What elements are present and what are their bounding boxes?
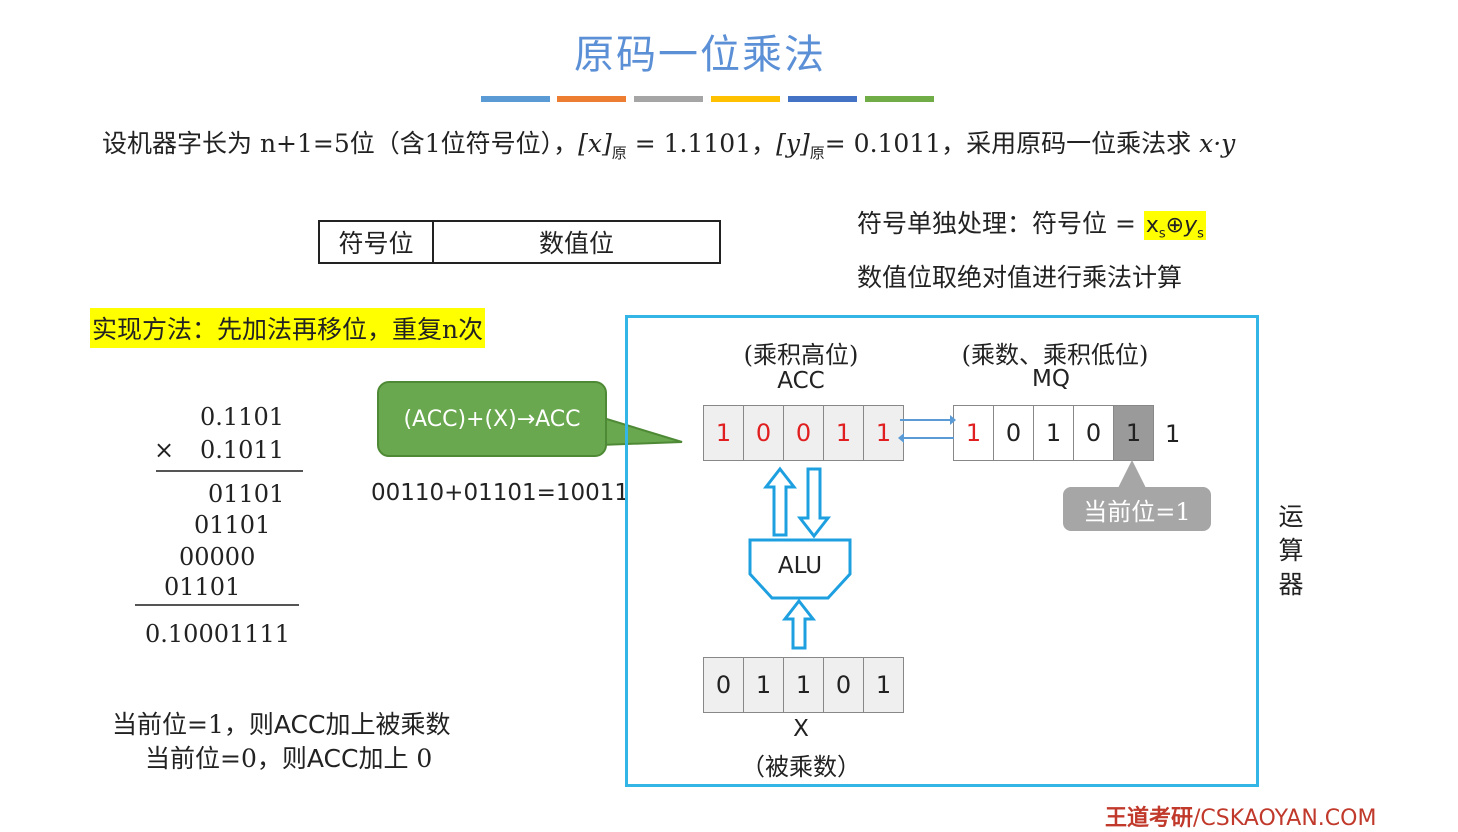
y-value: = 0.1011，采用原码一位乘法求 <box>824 129 1200 158</box>
x-caption: （被乘数） <box>741 753 861 781</box>
alu-acc-arrows <box>762 466 832 539</box>
addition-equation: 00110+01101=10011 <box>371 480 630 506</box>
note-text: 当前位=1，则 <box>112 710 274 739</box>
x-register: 0 1 1 0 1 <box>703 657 904 713</box>
target-expression: x·y <box>1199 129 1236 158</box>
sign-rule: 符号单独处理：符号位 = xs⊕ys <box>857 204 1206 241</box>
x-bit: 1 <box>864 658 903 712</box>
mq-bit: 0 <box>994 406 1034 460</box>
unit-label-char: 运 <box>1278 502 1304 531</box>
xor-operator: ⊕ <box>1165 213 1185 238</box>
calc-divider <box>156 470 303 472</box>
x-subscript: 原 <box>611 144 627 162</box>
x-bit: 1 <box>784 658 824 712</box>
calc-divider <box>135 604 299 606</box>
format-box: 符号位 数值位 <box>318 220 721 264</box>
mq-caption: (乘数、乘积低位) <box>961 341 1149 369</box>
acc-name: ACC <box>777 368 825 394</box>
y-subscript: 原 <box>809 144 825 162</box>
value-field-label: 数值位 <box>538 229 614 258</box>
unit-label-char: 算 <box>1278 536 1304 565</box>
y-label: [y] <box>776 129 810 158</box>
color-bar-segment <box>557 96 626 102</box>
alu-label: ALU <box>777 553 823 579</box>
shift-arrows <box>898 415 956 443</box>
sign-field-label: 符号位 <box>320 222 434 262</box>
note-text: 加上被乘数 <box>325 710 451 739</box>
x-name: X <box>793 716 809 742</box>
mq-name: MQ <box>1032 366 1070 392</box>
x-to-alu-arrow <box>782 598 816 650</box>
acc-bit: 0 <box>784 406 824 460</box>
problem-statement: 设机器字长为 n+1=5位（含1位符号位），[x]原 = 1.1101，[y]原… <box>102 124 1235 163</box>
arithmetic-unit-frame <box>625 315 1259 787</box>
footer-brand: 王道考研/CSKAOYAN.COM <box>1105 800 1376 832</box>
xs-subscript: s <box>1158 226 1166 242</box>
multiplicand: 0.1101 <box>200 403 284 431</box>
abs-value-rule: 数值位取绝对值进行乘法计算 <box>857 263 1183 292</box>
note-text: ACC <box>273 710 326 739</box>
unit-label-char: 器 <box>1278 570 1304 599</box>
color-bar-segment <box>865 96 934 102</box>
x-bit: 0 <box>704 658 744 712</box>
problem-prefix: 设机器字长为 n+1=5位（含1位符号位）， <box>102 129 579 158</box>
note-text: ACC <box>306 744 359 773</box>
rule-note-one: 当前位=1，则ACC加上被乘数 <box>112 705 450 741</box>
color-bar-segment <box>711 96 780 102</box>
note-text: 加上 0 <box>358 744 433 773</box>
acc-bit: 1 <box>864 406 903 460</box>
x-bit: 0 <box>824 658 864 712</box>
mq-register: 1 0 1 0 1 <box>953 405 1154 461</box>
acc-register: 1 0 0 1 1 <box>703 405 904 461</box>
mq-bit: 1 <box>1034 406 1074 460</box>
partial-product: 01101 <box>208 480 285 508</box>
operation-callout: (ACC)+(X)→ACC <box>377 381 607 457</box>
x-label: [x] <box>578 129 612 158</box>
note-text: 当前位=0，则 <box>145 744 307 773</box>
current-bit-badge: 当前位=1 <box>1063 487 1211 531</box>
acc-bit: 1 <box>704 406 744 460</box>
brand-name: 王道考研 <box>1105 805 1194 831</box>
x-bit: 1 <box>744 658 784 712</box>
color-bar-segment <box>481 96 550 102</box>
partial-product: 01101 <box>164 573 241 601</box>
sign-rule-text: 符号单独处理：符号位 = <box>857 209 1144 238</box>
acc-caption: (乘积高位) <box>743 341 859 369</box>
callout-pointer <box>600 415 683 447</box>
acc-bit: 0 <box>744 406 784 460</box>
color-bar-segment <box>788 96 857 102</box>
mq-bit: 0 <box>1074 406 1114 460</box>
sign-xor-formula: xs⊕ys <box>1143 211 1206 242</box>
color-bar-segment <box>634 96 703 102</box>
ys-subscript: s <box>1197 226 1204 242</box>
xs-symbol: x <box>1145 213 1159 238</box>
partial-product: 00000 <box>179 543 256 571</box>
acc-bit: 1 <box>824 406 864 460</box>
x-value: = 1.1101， <box>626 129 777 158</box>
badge-pointer <box>1118 460 1146 488</box>
shifted-out-bit: 1 <box>1165 420 1181 448</box>
multiplier: 0.1011 <box>200 436 284 464</box>
alu-unit <box>748 538 852 600</box>
method-highlight: 实现方法：先加法再移位，重复n次 <box>90 308 486 348</box>
mq-bit-current: 1 <box>1114 406 1153 460</box>
rule-note-zero: 当前位=0，则ACC加上 0 <box>145 739 432 775</box>
arithmetic-unit-label: 运 算 器 <box>1276 500 1306 602</box>
partial-product: 01101 <box>194 511 271 539</box>
times-sign: × <box>154 436 175 464</box>
brand-site: /CSKAOYAN.COM <box>1193 806 1377 831</box>
page-title: 原码一位乘法 <box>574 32 826 78</box>
ys-symbol: y <box>1184 213 1198 238</box>
mq-bit: 1 <box>954 406 994 460</box>
calc-result: 0.10001111 <box>145 620 291 648</box>
